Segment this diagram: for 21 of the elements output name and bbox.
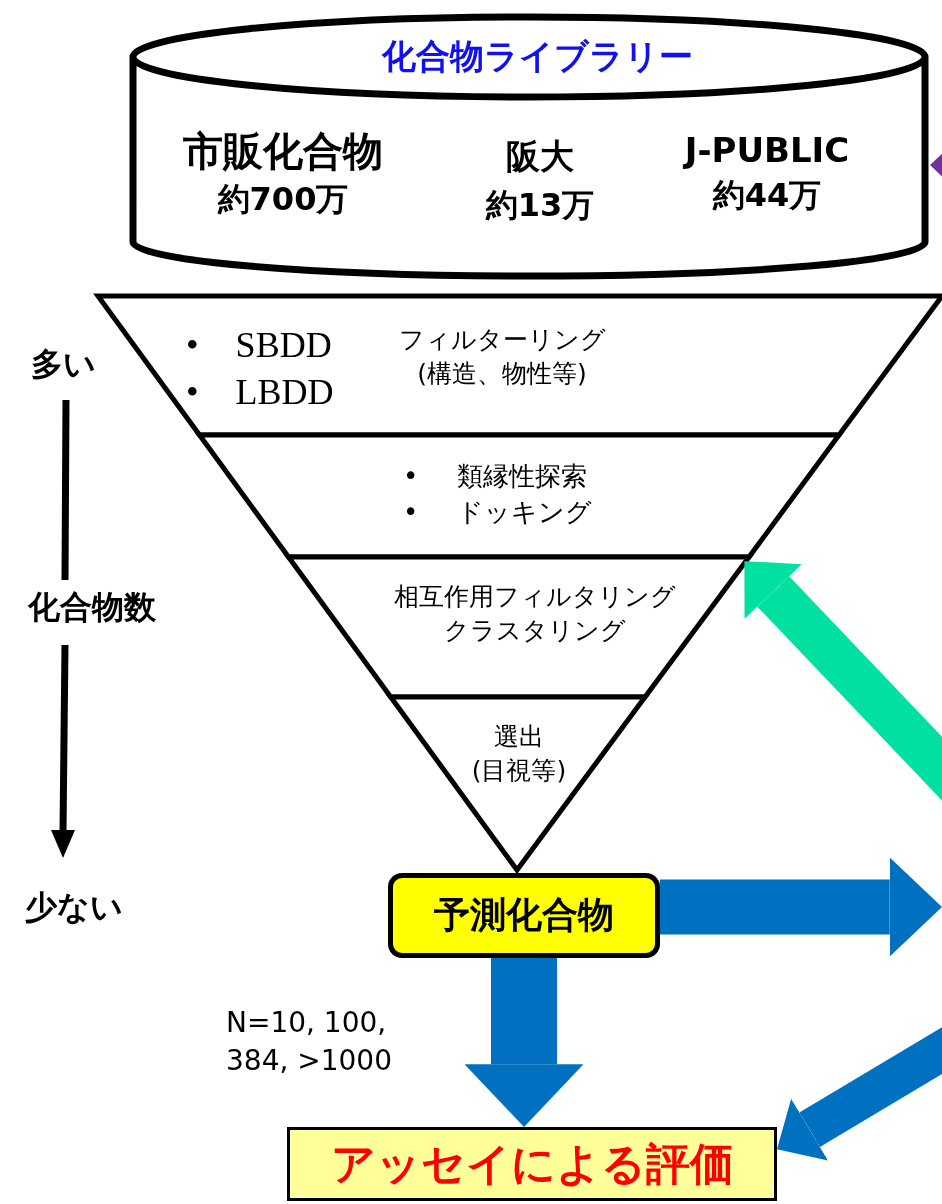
library-text: 市販化合物 (182, 127, 384, 176)
list-item: • ドッキング (403, 496, 592, 529)
library-title: 化合物ライブラリー (380, 35, 694, 78)
step-text: フィルターリング (構造、物性等) (397, 324, 607, 390)
axis-label: 多い (29, 344, 97, 385)
library-text: 約44万 (711, 175, 823, 216)
block-arrow (464, 958, 584, 1127)
axis-label: 少ない (24, 887, 124, 928)
library-text: J-PUBLIC (681, 129, 851, 172)
library-text: 約13万 (484, 185, 596, 226)
library-text: 約700万 (216, 179, 350, 220)
list-item: • 類縁性探索 (403, 460, 588, 493)
step-text: 選出 (目視等) (470, 721, 568, 787)
axis-label: 化合物数 (27, 587, 157, 628)
step-text: 相互作用フィルタリングクラスタリング (393, 581, 677, 647)
library-text: 阪大 (505, 135, 575, 178)
result-box: 予測化合物 (388, 873, 660, 958)
list-item: • SBDD (186, 324, 333, 367)
evaluation-box: アッセイによる評価 (287, 1127, 777, 1201)
block-arrow (660, 857, 942, 957)
list-item: • LBDD (186, 371, 334, 414)
